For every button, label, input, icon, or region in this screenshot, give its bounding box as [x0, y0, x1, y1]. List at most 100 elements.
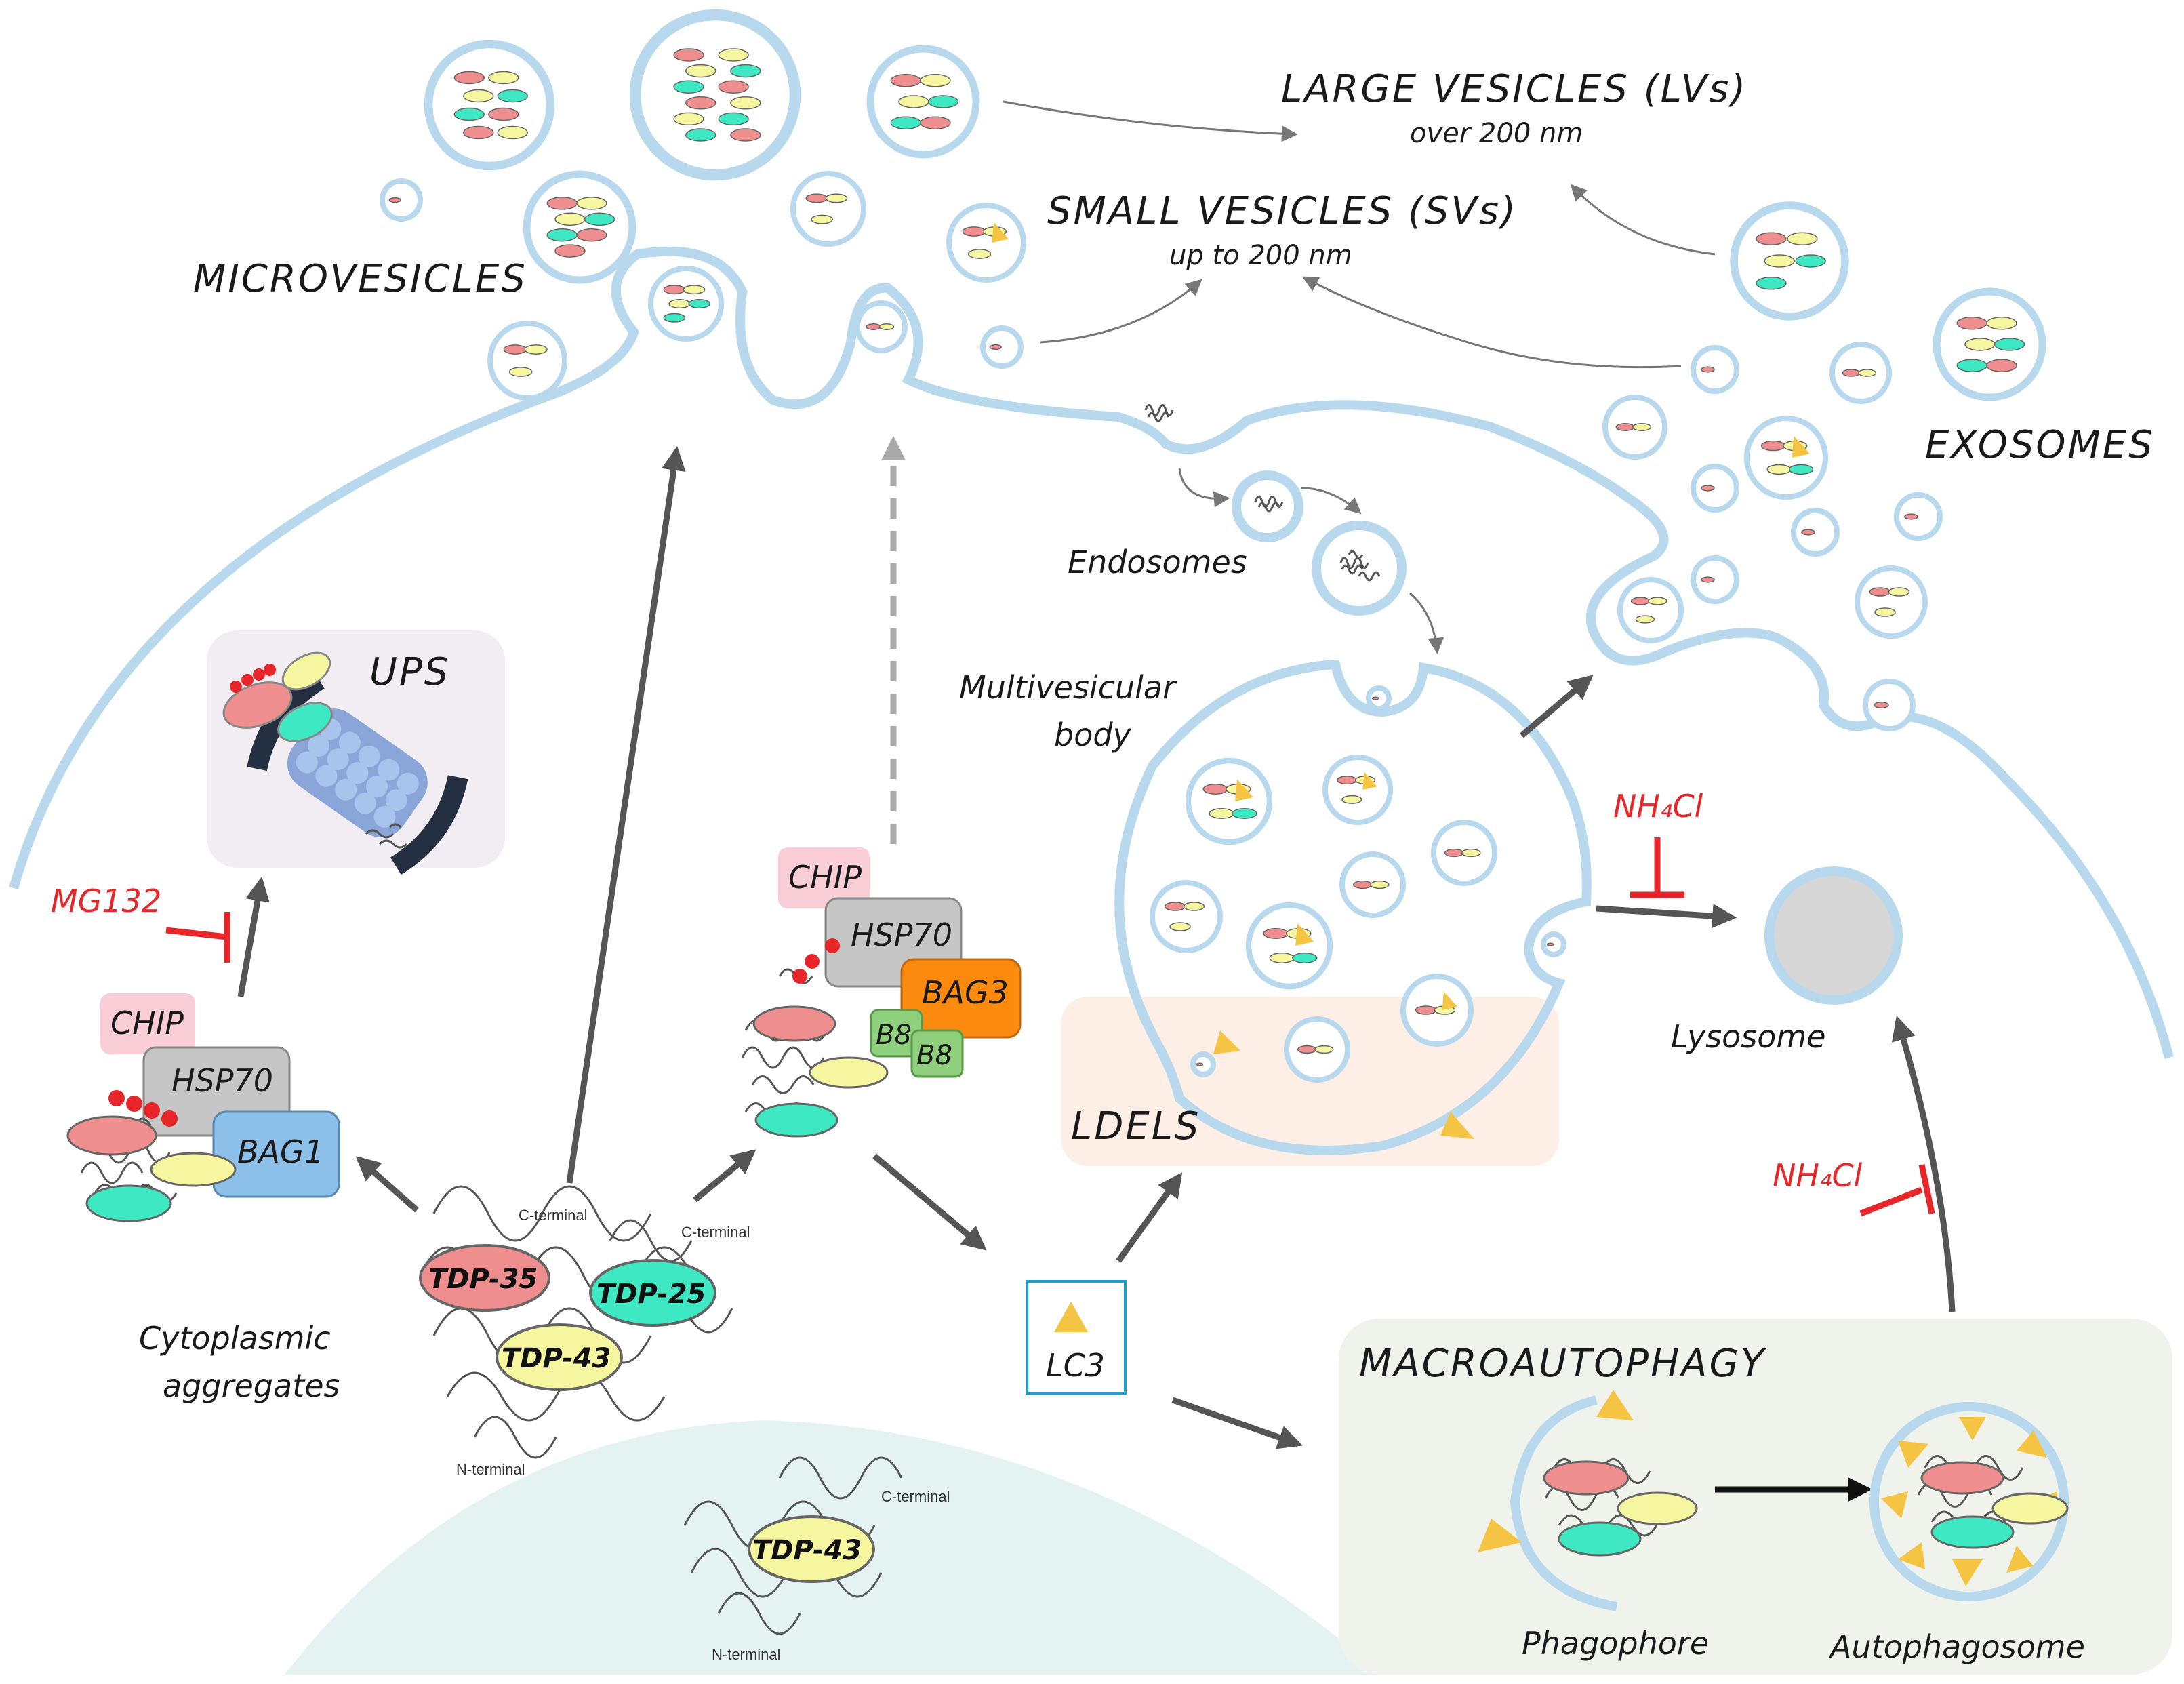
vesicle: [790, 171, 866, 247]
vesicle: [1617, 577, 1684, 643]
hsp70-label-mid: HSP70: [851, 917, 952, 953]
complex-mid: CHIP HSP70 BAG3 B8 B8: [741, 847, 1022, 1138]
large-vesicles-title: LARGE VESICLES (LVs): [1281, 67, 1747, 111]
b8-label-a: B8: [876, 1020, 912, 1051]
cytoplasmic-aggregates-line2: aggregates: [163, 1367, 340, 1404]
tdp25-label: TDP-25: [596, 1279, 706, 1310]
vesicle: [523, 170, 636, 284]
n-terminal-label: N-terminal: [456, 1461, 525, 1478]
arrow-exo-to-small: [1301, 276, 1682, 369]
intraluminal-vesicles: [1150, 685, 1566, 1083]
vesicle: [1245, 902, 1333, 990]
vesicle: [1400, 974, 1474, 1047]
lc3-label: LC3: [1046, 1347, 1105, 1384]
vesicle: [1602, 395, 1667, 460]
phagophore-label: Phagophore: [1522, 1625, 1709, 1662]
vesicle: [1829, 342, 1892, 404]
vesicle: [946, 203, 1026, 283]
arrow-aggregate-to-complex-left: [355, 1156, 419, 1213]
exosome-cluster: [1602, 201, 2046, 731]
arrow-autophagosome-to-lysosome: [1891, 1016, 1956, 1312]
tdp43-label: TDP-43: [502, 1343, 611, 1374]
lysosome: [1764, 866, 1903, 1005]
mg132-inhibitor: [165, 912, 230, 963]
proteasome-icon: [222, 651, 468, 875]
chip-label-mid: CHIP: [788, 859, 862, 896]
tdp35-blob: [419, 1244, 550, 1312]
vesicle: [1366, 685, 1392, 711]
nuclear-tdp43: TDP-43 C-terminal N-terminal: [683, 1456, 950, 1663]
cell-membrane: [9, 246, 2174, 1059]
nuclear-n-terminal-label: N-terminal: [712, 1646, 780, 1663]
vesicle: [487, 321, 567, 401]
macroautophagy-title: MACROAUTOPHAGY: [1359, 1342, 1766, 1386]
vesicle: [1730, 201, 1849, 321]
microvesicle-cluster: [380, 9, 1026, 401]
c-terminal-label-2: C-terminal: [681, 1224, 750, 1241]
c-terminal-label-1: C-terminal: [519, 1207, 587, 1224]
large-vesicles-size: over 200 nm: [1410, 118, 1583, 149]
vesicle: [1855, 565, 1928, 639]
chip-box-left: [100, 993, 195, 1054]
vesicle: [1322, 755, 1393, 825]
vesicle: [1190, 1051, 1216, 1077]
mvb-label-line1: Multivesicular: [959, 669, 1177, 706]
vesicle: [1541, 931, 1566, 957]
arrow-complex-left-to-ups: [237, 876, 270, 997]
vesicle: [1863, 679, 1916, 731]
mg132-label: MG132: [51, 883, 161, 919]
vesicle: [1933, 287, 2046, 401]
arrow-complex-mid-to-lc3: [872, 1153, 987, 1251]
endosome-small: [1232, 470, 1303, 542]
arrow-mem-to-endosome: [1178, 467, 1230, 508]
tdp43-blob: [496, 1323, 623, 1391]
ldels-label: LDELS: [1071, 1104, 1200, 1148]
arrow-mv-to-small: [1040, 279, 1202, 344]
vesicle: [855, 300, 908, 353]
endosomes-label: Endosomes: [1068, 544, 1247, 580]
autophagosome-label: Autophagosome: [1828, 1628, 2085, 1665]
vesicle: [1691, 555, 1739, 604]
nh4cl-label-top: NH₄Cl: [1613, 788, 1703, 824]
aggregate-at-membrane: [1144, 404, 1174, 422]
tdp35-label: TDP-35: [428, 1264, 538, 1295]
bag1-label-left: BAG1: [237, 1134, 324, 1170]
nh4cl-inhibitor-bottom: [1859, 1164, 1935, 1217]
arrow-to-large-vesicles: [1003, 100, 1298, 142]
nh4cl-inhibitor-top: [1630, 837, 1684, 898]
arrow-lc3-to-macroautophagy: [1171, 1397, 1303, 1449]
small-vesicles-title: SMALL VESICLES (SVs): [1047, 189, 1518, 233]
arrow-lc3-to-ldels: [1116, 1172, 1183, 1263]
vesicle: [1431, 820, 1497, 886]
cytoplasmic-aggregates-line1: Cytoplasmic: [139, 1320, 331, 1357]
vesicle: [1185, 757, 1273, 845]
ups-label: UPS: [369, 650, 450, 694]
vesicle: [1691, 464, 1739, 513]
vesicle: [380, 178, 423, 222]
vesicle: [980, 325, 1024, 369]
vesicle: [1284, 1016, 1350, 1083]
vesicle: [866, 45, 980, 159]
b8-box-b: [910, 1029, 964, 1078]
b8-label-b: B8: [916, 1040, 952, 1071]
autophagosome: [1869, 1402, 2069, 1601]
vesicle: [629, 9, 801, 181]
microvesicles-title: MICROVESICLES: [193, 257, 527, 301]
arrow-aggregate-to-complex-mid: [693, 1149, 756, 1203]
mvb-label-line2: body: [1054, 717, 1132, 753]
vesicle: [1743, 415, 1829, 500]
chip-box-mid: [778, 847, 870, 908]
vesicle: [1150, 880, 1223, 953]
vesicle: [1894, 492, 1943, 541]
arrow-aggregate-to-microvesicles: [566, 445, 686, 1184]
lc3-triangle-icon: [1054, 1302, 1088, 1332]
tdp25-blob: [589, 1259, 716, 1327]
complex-left: CHIP HSP70 BAG1: [66, 993, 340, 1222]
cytoplasmic-aggregate: TDP-35 TDP-25 TDP-43 C-terminal C-termin…: [419, 1185, 750, 1478]
arrow-endosome-to-mvb: [1409, 592, 1444, 654]
nh4cl-label-bottom: NH₄Cl: [1773, 1157, 1863, 1194]
nuclear-c-terminal-label: C-terminal: [881, 1488, 950, 1505]
ldels-lc3-marks: [1213, 1030, 1474, 1139]
vesicle: [1339, 851, 1406, 918]
